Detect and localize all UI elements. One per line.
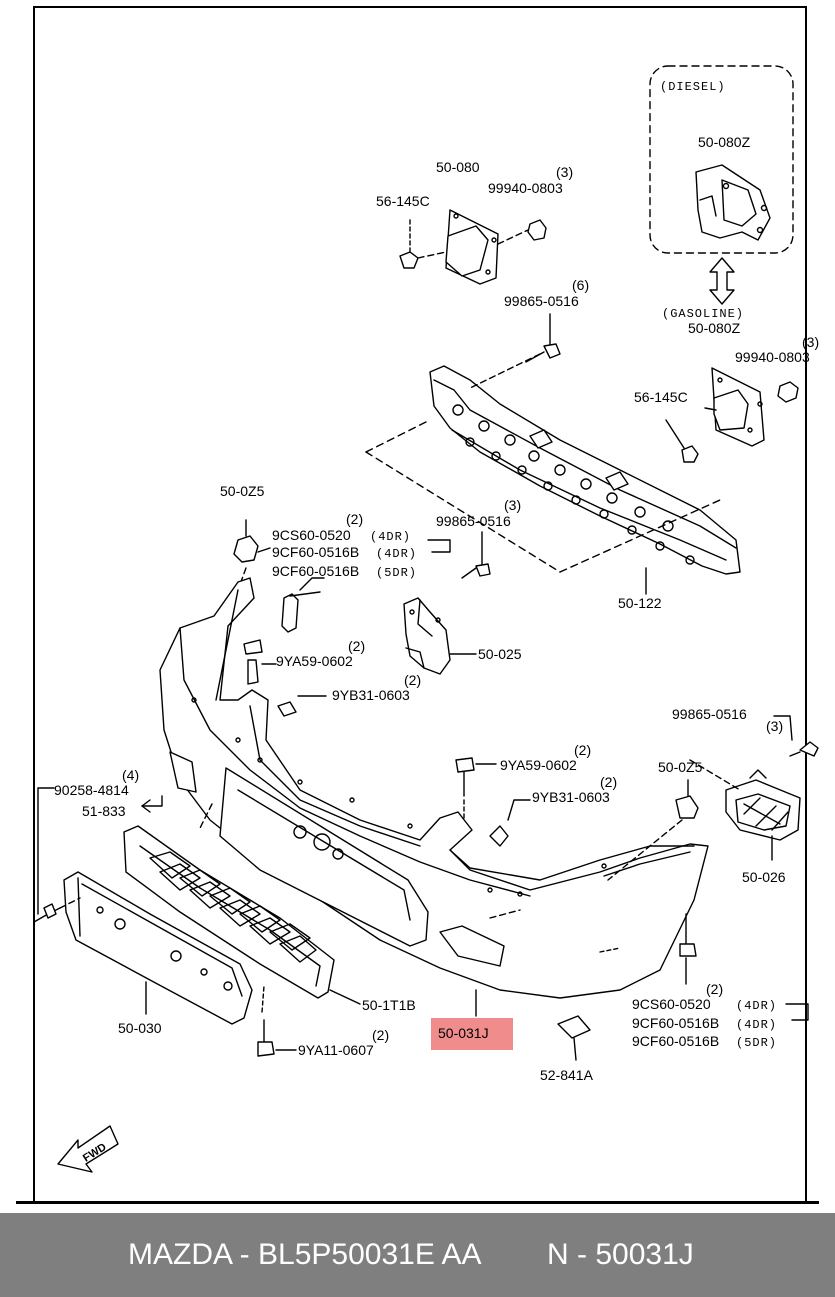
label-9cs60-top: 9CS60-0520	[272, 527, 351, 543]
bumper-fascia-50-031J	[159, 577, 709, 1017]
grille-50-1T1B	[123, 803, 361, 1005]
label-90258: 90258-4814	[54, 782, 129, 798]
label-4dr: (4DR)	[736, 999, 777, 1013]
label-qty: (4)	[122, 767, 139, 783]
fog-cover-50-026	[689, 715, 819, 861]
highlight-box	[431, 1018, 513, 1050]
label-qty: (2)	[600, 774, 617, 790]
label-50-025: 50-025	[478, 646, 522, 662]
footer-part-number: MAZDA - BL5P50031E AA	[128, 1238, 482, 1271]
bolt-9YA11	[257, 1019, 297, 1057]
label-50-1t1b: 50-1T1B	[362, 997, 416, 1013]
diagram-frame	[33, 6, 807, 1203]
label-99940-top: 99940-0803	[488, 180, 563, 196]
label-5dr: (5DR)	[376, 566, 417, 580]
label-qty: (2)	[574, 742, 591, 758]
label-qty: (3)	[766, 718, 783, 734]
label-9cf60-4dr-top: 9CF60-0516B	[272, 544, 359, 560]
label-9ya59-center: 9YA59-0602	[500, 757, 577, 773]
label-4dr: (4DR)	[736, 1018, 777, 1032]
label-99940-gasoline: 99940-0803	[735, 349, 810, 365]
label-9yb31-left: 9YB31-0603	[332, 687, 410, 703]
label-9cf60-5dr-bottom: 9CF60-0516B	[632, 1033, 719, 1049]
label-qty: (2)	[404, 672, 421, 688]
label-50-080: 50-080	[436, 159, 480, 175]
label-qty: (3)	[802, 334, 819, 350]
gasoline-bracket	[665, 367, 799, 463]
label-qty: (2)	[346, 511, 363, 527]
part-labels: (DIESEL) 50-080Z (GASOLINE) 50-080Z (3) …	[54, 80, 819, 1165]
label-50-122: 50-122	[618, 595, 662, 611]
screw-9CS60-bottom	[679, 913, 809, 1021]
footer-item-code: N - 50031J	[547, 1238, 694, 1271]
label-qty: (2)	[372, 1027, 389, 1043]
arrow-51-833	[141, 795, 163, 813]
bracket-50-025	[403, 531, 491, 675]
label-qty: (2)	[348, 638, 365, 654]
label-56-145c-top: 56-145C	[376, 193, 430, 209]
label-50-031j: 50-031J	[438, 1025, 489, 1041]
label-50-080z-diesel: 50-080Z	[698, 134, 751, 150]
screw-99865-top	[525, 313, 561, 363]
label-diesel: (DIESEL)	[660, 80, 726, 94]
label-51-833: 51-833	[82, 803, 126, 819]
label-50-0z5-right: 50-0Z5	[658, 759, 703, 775]
label-4dr: (4DR)	[376, 547, 417, 561]
side-bracket-50-0Z5-right	[607, 779, 699, 881]
label-gasoline: (GASOLINE)	[662, 307, 744, 321]
label-qty: (3)	[504, 497, 521, 513]
label-50-080z-gasoline: 50-080Z	[688, 320, 741, 336]
bumper-reinforcement-50-122	[365, 353, 741, 595]
label-50-026: 50-026	[742, 869, 786, 885]
label-qty: (3)	[556, 164, 573, 180]
label-52-841a: 52-841A	[540, 1067, 594, 1083]
label-99865-right: 99865-0516	[672, 706, 747, 722]
label-4dr: (4DR)	[370, 530, 411, 544]
parts-diagram: (DIESEL) 50-080Z (GASOLINE) 50-080Z (3) …	[33, 65, 819, 1173]
label-9cs60-bottom: 9CS60-0520	[632, 996, 711, 1012]
label-9cf60-5dr-top: 9CF60-0516B	[272, 563, 359, 579]
clip-52-841A	[557, 1015, 591, 1061]
label-9cf60-4dr-bottom: 9CF60-0516B	[632, 1015, 719, 1031]
label-99865-middle: 99865-0516	[436, 513, 511, 529]
label-99865-top: 99865-0516	[504, 293, 579, 309]
label-9ya59-left: 9YA59-0602	[276, 653, 353, 669]
license-bracket-50-030	[63, 871, 265, 1025]
label-9yb31-center: 9YB31-0603	[532, 789, 610, 805]
label-qty: (6)	[572, 277, 589, 293]
label-50-0z5-left: 50-0Z5	[220, 483, 265, 499]
footer-divider	[16, 1201, 819, 1204]
label-9ya11: 9YA11-0607	[298, 1042, 374, 1058]
diesel-bracket-group	[649, 65, 794, 254]
label-5dr: (5DR)	[736, 1036, 777, 1050]
footer-bar: MAZDA - BL5P50031E AA N - 50031J	[0, 1213, 835, 1297]
label-qty: (2)	[706, 981, 723, 997]
bracket-note-top	[299, 539, 451, 591]
bolt-9YA59-center	[455, 757, 531, 847]
bracket-50-080	[399, 209, 547, 285]
fwd-arrow-icon	[57, 1125, 119, 1173]
label-50-030: 50-030	[118, 1020, 162, 1036]
swap-arrow-icon	[709, 257, 735, 305]
rivet-90258	[33, 787, 81, 923]
label-56-145c-gasoline: 56-145C	[634, 389, 688, 405]
